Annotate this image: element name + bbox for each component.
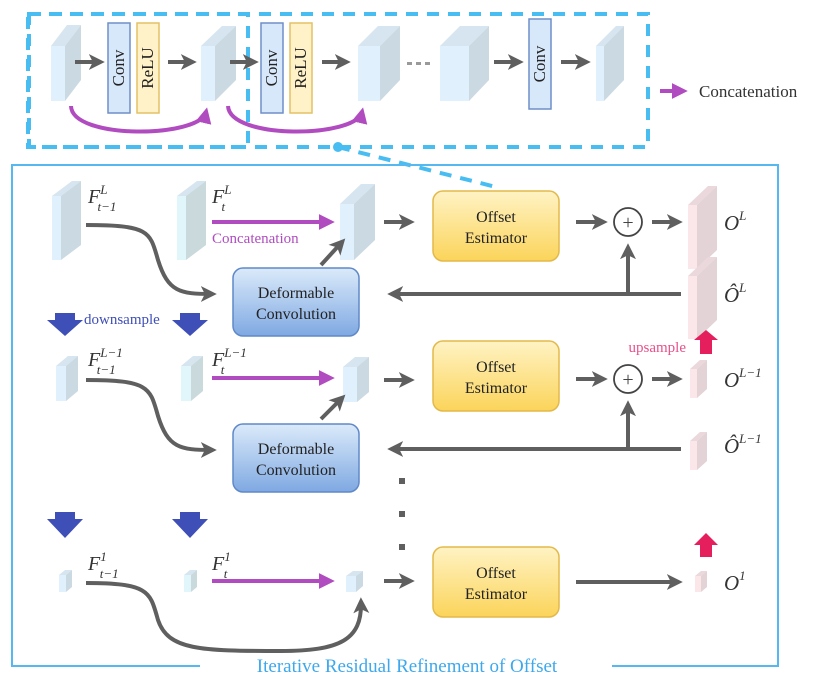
inset-feature-map-2	[201, 26, 236, 101]
concat-label: Concatenation	[212, 231, 299, 247]
svg-text:Offset: Offset	[476, 209, 516, 226]
svg-text:Estimator: Estimator	[465, 586, 528, 603]
arrow-prev-feature-to-concat-1	[85, 581, 370, 654]
downsample-arrow-prev	[47, 313, 83, 336]
inset-conv-block-1	[107, 22, 131, 114]
deformable-convolution-L: Deformable Convolution	[232, 267, 360, 337]
deformable-convolution-L-1: Deformable Convolution	[232, 423, 360, 493]
main-frame	[11, 164, 779, 667]
inset-feature-map-5	[596, 26, 624, 101]
upsample-arrow-1	[694, 533, 718, 557]
upsample-arrow-L	[694, 330, 718, 354]
inset-connector-line	[337, 145, 501, 190]
concat-feature-1	[346, 571, 363, 592]
svg-text:+: +	[622, 212, 633, 234]
feature-cur-1	[184, 570, 197, 592]
inset-skip-connection-2	[226, 105, 368, 134]
upsampled-offset-map-L-1	[690, 432, 707, 470]
svg-text:Offset: Offset	[476, 359, 516, 376]
downsample-arrow-cur	[172, 313, 208, 336]
arrow-deformable-to-concat-L-1	[319, 394, 346, 421]
feature-prev-L	[52, 181, 81, 260]
inset-conv-block-3	[528, 18, 552, 110]
vertical-ellipsis	[399, 478, 405, 550]
inset-conv-label: Conv	[262, 49, 281, 86]
legend-concatenation-label: Concatenation	[699, 82, 798, 101]
inset-relu-block-1	[136, 22, 160, 114]
svg-text:Offset: Offset	[476, 565, 516, 582]
feature-prev-1	[59, 570, 72, 592]
upsample-label: upsample	[629, 340, 687, 356]
feature-cur-L-1	[181, 356, 203, 401]
downsample-arrow-cur-1	[172, 512, 208, 538]
inset-relu-label: ReLU	[291, 47, 310, 89]
svg-text:Deformable: Deformable	[258, 441, 334, 458]
inset-feature-map-4	[440, 26, 489, 101]
offset-estimator-L: Offset Estimator	[432, 190, 560, 262]
inset-conv-label: Conv	[109, 49, 128, 86]
concat-feature-L	[340, 184, 375, 260]
label-upsampled-offset-L: ÔL	[724, 280, 746, 307]
offset-map-L-1	[690, 360, 707, 398]
arrow-deformable-to-concat-L	[319, 238, 346, 267]
feature-cur-L	[177, 181, 206, 260]
inset-skip-connection-1	[69, 105, 212, 134]
downsample-label: downsample	[84, 312, 160, 328]
inset-relu-label: ReLU	[138, 47, 157, 89]
svg-text:Convolution: Convolution	[256, 306, 336, 323]
main-title: Iterative Residual Refinement of Offset	[257, 656, 558, 677]
offset-map-1	[695, 571, 707, 592]
svg-text:Estimator: Estimator	[465, 380, 528, 397]
svg-text:Estimator: Estimator	[465, 230, 528, 247]
inset-relu-block-2	[289, 22, 313, 114]
svg-text:Convolution: Convolution	[256, 462, 336, 479]
offset-estimator-1: Offset Estimator	[432, 546, 560, 618]
label-offset-1: O1	[724, 568, 746, 595]
inset-feature-map-3	[358, 26, 400, 101]
label-offset-L: OL	[724, 208, 746, 235]
label-upsampled-offset-L-1: ÔL−1	[724, 431, 762, 458]
offset-map-L	[688, 186, 717, 269]
arrow-prev-feature-to-deformable-L-1	[85, 378, 217, 458]
label-offset-L-1: OL−1	[724, 365, 762, 392]
inset-conv-label: Conv	[530, 45, 549, 82]
feature-prev-L-1	[56, 356, 78, 401]
concat-feature-L-1	[343, 357, 369, 402]
add-node-L-1: +	[613, 364, 643, 394]
svg-text:Deformable: Deformable	[258, 285, 334, 302]
add-node-L: +	[613, 207, 643, 237]
downsample-arrow-prev-1	[47, 512, 83, 538]
inset-feature-map-1	[51, 25, 81, 101]
arrow-prev-feature-to-deformable-L	[85, 223, 217, 302]
upsampled-offset-map-L	[688, 257, 717, 339]
inset-dashed-frame	[26, 12, 650, 149]
inset-conv-block-2	[260, 22, 284, 114]
inset-ellipsis	[407, 62, 430, 65]
offset-estimator-L-1: Offset Estimator	[432, 340, 560, 412]
svg-text:+: +	[622, 369, 633, 391]
